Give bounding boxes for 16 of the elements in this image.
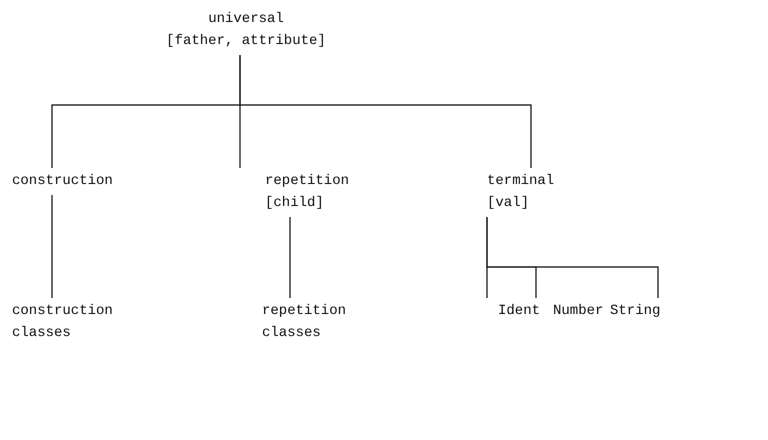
node-text: [val] <box>487 194 530 213</box>
node-text: [child] <box>265 194 325 213</box>
node-text: construction classes <box>12 302 114 343</box>
connector-line <box>51 195 53 298</box>
node-text: [father, attribute] <box>165 32 327 51</box>
node-text: repetition <box>265 172 350 191</box>
node-text: terminal <box>487 172 556 191</box>
connector-line <box>486 217 659 298</box>
node-text: repetition classes <box>262 302 348 343</box>
connector-line <box>289 217 291 298</box>
node-text: universal <box>207 10 285 29</box>
node-text: String <box>610 302 662 321</box>
node-text: Number <box>553 302 604 321</box>
node-text: Ident <box>498 302 542 321</box>
node-text: construction <box>12 172 114 191</box>
connector-line <box>239 55 532 168</box>
